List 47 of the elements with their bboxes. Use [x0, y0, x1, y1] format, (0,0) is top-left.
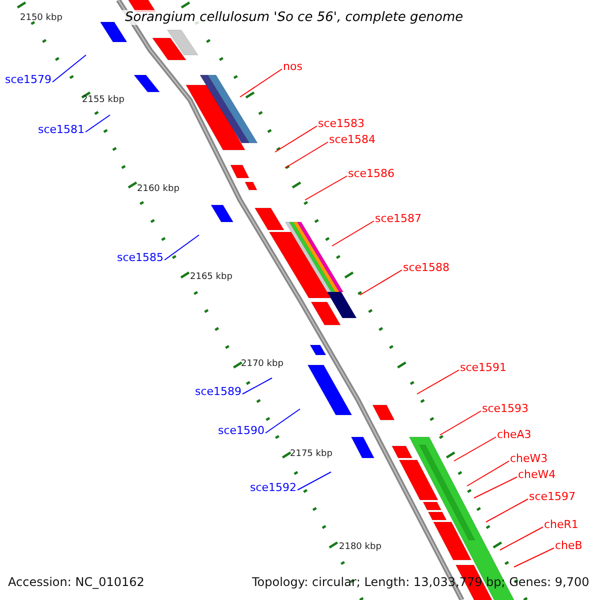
leader-line [265, 408, 300, 434]
leader-line [514, 548, 554, 568]
scale-label: 2160 kbp [137, 185, 180, 194]
leader-line [466, 460, 510, 486]
leader-line [360, 270, 402, 296]
leader-line [454, 436, 496, 462]
gene-label: sce1587 [375, 213, 422, 224]
gene-label: sce1591 [460, 362, 507, 373]
gene-label: sce1583 [318, 118, 365, 129]
scale-label: 2165 kbp [190, 273, 232, 282]
leader-line [474, 476, 518, 498]
leader-line [304, 176, 348, 200]
gene-label: cheA3 [497, 429, 532, 440]
gene-label: cheW4 [518, 469, 556, 480]
gene-label: sce1593 [482, 403, 529, 414]
leader-line [416, 370, 460, 394]
scale-label: 2175 kbp [290, 450, 332, 459]
gene-label: nos [283, 61, 302, 72]
gene-label: cheW3 [510, 453, 548, 464]
leader-line [500, 526, 544, 550]
leader-line [52, 54, 86, 82]
gene-label: cheR1 [544, 519, 578, 530]
gene-label: sce1592 [250, 482, 297, 493]
scale-label: 2180 kbp [339, 543, 382, 552]
leader-line [85, 114, 110, 132]
accession-text: Accession: NC_010162 [8, 576, 144, 588]
leader-line [440, 410, 482, 436]
leader-line [486, 498, 528, 522]
leader-line [297, 472, 332, 490]
scale-label: 2150 kbp [20, 14, 62, 23]
gene-label: sce1579 [5, 74, 52, 85]
gene-label: sce1586 [348, 168, 395, 179]
gene-label: sce1584 [329, 134, 376, 145]
leader-line [240, 68, 282, 98]
gene-label: sce1588 [403, 262, 450, 273]
gene-label: sce1581 [38, 124, 85, 135]
leader-line [274, 126, 318, 152]
gene-label: sce1597 [529, 491, 576, 502]
leader-line [284, 142, 328, 168]
scale-label: 2170 kbp [241, 360, 284, 369]
leader-line [164, 234, 200, 260]
leader-line [332, 220, 374, 246]
gene-label: sce1589 [195, 386, 242, 397]
gene-label: cheB [555, 540, 582, 551]
scale-label: 2155 kbp [82, 96, 124, 105]
gene-label: sce1585 [117, 252, 164, 263]
gene-label: sce1590 [218, 425, 265, 436]
